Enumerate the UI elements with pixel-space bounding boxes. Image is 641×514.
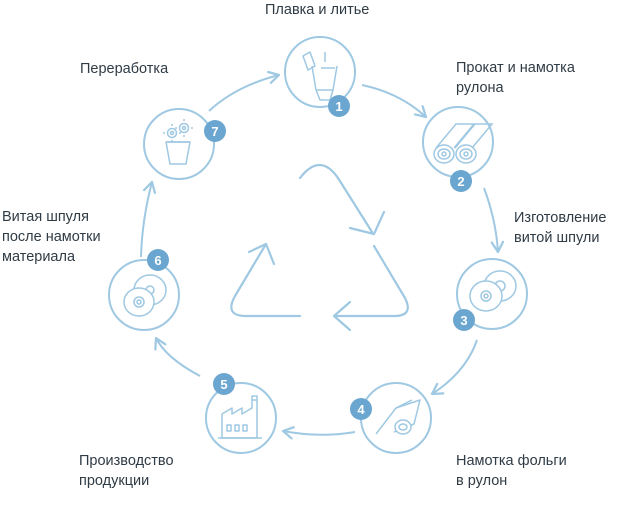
stage-6-badge: 6 <box>154 253 161 268</box>
stage-5-label: Производство продукции <box>79 453 174 489</box>
arrow-7-to-1 <box>208 70 281 112</box>
spools-icon <box>469 270 517 312</box>
casting-icon <box>302 51 338 101</box>
stage-2-node: 2 <box>422 106 494 192</box>
wound-spools-icon <box>123 274 167 317</box>
recycling-bin-icon <box>163 119 193 165</box>
stage-2-badge: 2 <box>457 174 464 189</box>
stage-5-node: 5 <box>205 373 277 454</box>
stage-6-label: Витая шпуля после намотки материала <box>2 209 101 265</box>
stage-7-node: 7 <box>143 108 226 180</box>
stage-3-node: 3 <box>453 258 528 331</box>
stage-1-node: 1 <box>284 36 356 117</box>
factory-icon <box>218 395 262 439</box>
arrow-5-to-6 <box>154 336 201 377</box>
stage-5-badge: 5 <box>220 377 227 392</box>
stage-7-label: Переработка <box>80 61 169 77</box>
stage-4-badge: 4 <box>357 402 365 417</box>
stage-7-badge: 7 <box>211 124 218 139</box>
stage-3-badge: 3 <box>460 313 467 328</box>
recycle-triangle-icon <box>230 163 409 332</box>
stage-2-label: Прокат и намотка рулона <box>456 60 575 96</box>
stage-6-node: 6 <box>108 249 180 331</box>
arrow-2-to-3 <box>483 187 505 254</box>
stage-4-node: 4 <box>350 382 432 454</box>
stage-4-label: Намотка фольги в рулон <box>456 453 567 489</box>
stage-1-badge: 1 <box>335 99 342 114</box>
foil-roll-icon <box>375 399 421 435</box>
arrow-6-to-7 <box>140 180 157 258</box>
arrow-1-to-2 <box>361 84 428 119</box>
arrow-3-to-4 <box>430 339 478 396</box>
rolls-icon <box>433 123 494 164</box>
stage-1-label: Плавка и литье <box>265 2 370 18</box>
stage-3-label: Изготовление витой шпули <box>514 210 607 246</box>
arrow-4-to-5 <box>281 426 356 440</box>
